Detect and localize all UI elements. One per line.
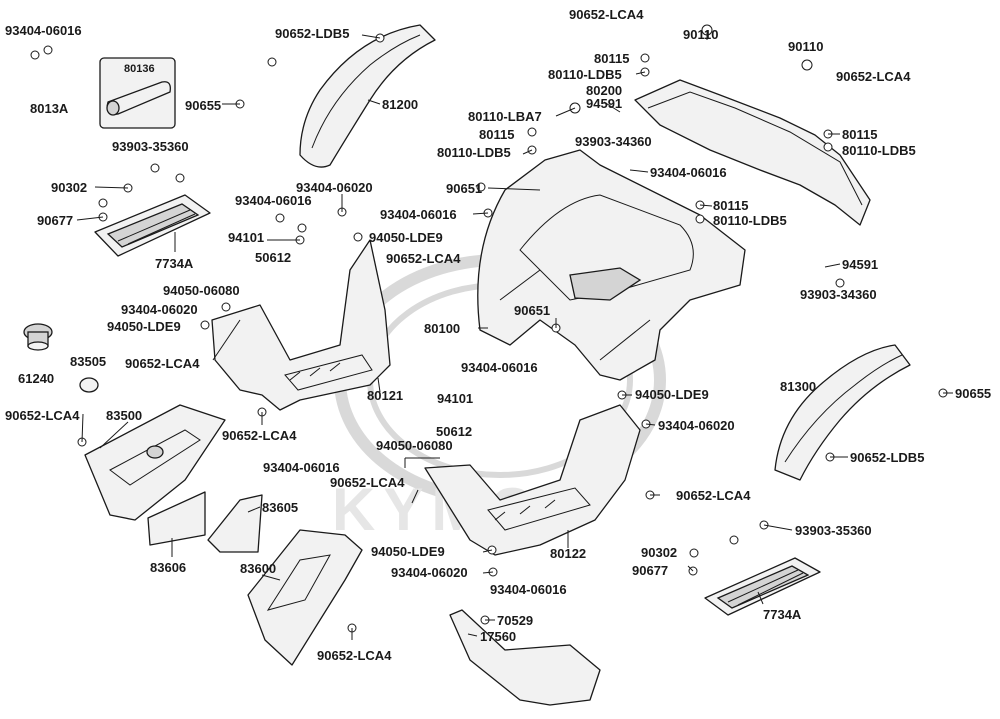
label-90302-b: 90302 [641, 545, 677, 560]
label-80110-LDB5-c: 80110-LDB5 [842, 143, 916, 158]
part-footrest-80122 [424, 404, 641, 556]
label-80115-d: 80115 [713, 198, 748, 213]
label-93903-35360: 93903-35360 [112, 139, 189, 154]
label-80121: 80121 [367, 388, 403, 403]
label-93903-34360: 93903-34360 [575, 134, 652, 149]
label-94050-LDE9-d: 94050-LDE9 [371, 544, 445, 559]
label-80115-b: 80115 [479, 127, 514, 142]
label-80122: 80122 [550, 546, 586, 561]
label-90651-b: 90651 [514, 303, 550, 318]
label-94101: 94101 [228, 230, 264, 245]
label-7734A-left: 7734A [155, 256, 194, 271]
label-90652-LCA4-i: 90652-LCA4 [676, 488, 751, 503]
part-83505 [79, 377, 99, 393]
label-50612-b: 50612 [436, 424, 472, 439]
label-90652-LDB5: 90652-LDB5 [275, 26, 349, 41]
part-tool-bag [99, 57, 176, 129]
label-93903-35360-b: 93903-35360 [795, 523, 872, 538]
label-17560: 17560 [480, 629, 516, 644]
label-93404-06016-f: 93404-06016 [461, 360, 538, 375]
part-83605 [207, 494, 263, 553]
label-80100: 80100 [424, 321, 460, 336]
label-93404-06016-d: 93404-06016 [380, 207, 457, 222]
label-90651: 90651 [446, 181, 482, 196]
label-90652-LCA4-g: 90652-LCA4 [836, 69, 911, 84]
label-80110-LBA7: 80110-LBA7 [468, 109, 542, 124]
label-93404-06020-d: 93404-06020 [391, 565, 468, 580]
label-83600: 83600 [240, 561, 276, 576]
label-83500: 83500 [106, 408, 142, 423]
callout-labels: 93404-06016 80136 8013A 90652-LDB5 90655… [5, 7, 991, 663]
part-fender-81200 [299, 24, 436, 168]
label-94050-LDE9-b: 94050-LDE9 [107, 319, 181, 334]
label-7734A-right: 7734A [763, 607, 802, 622]
label-90652-LCA4-f: 90652-LCA4 [569, 7, 644, 22]
label-90652-LDB5-b: 90652-LDB5 [850, 450, 924, 465]
part-cap-61240 [23, 323, 53, 351]
label-93404-06020-c: 93404-06020 [658, 418, 735, 433]
label-94050-LDE9: 94050-LDE9 [369, 230, 443, 245]
label-70529: 70529 [497, 613, 533, 628]
label-94050-06080: 94050-06080 [163, 283, 240, 298]
part-rear-rack-80200 [634, 79, 871, 226]
part-panel-83500 [84, 404, 226, 521]
label-90652-LCA4-b: 90652-LCA4 [125, 356, 200, 371]
label-94101-b: 94101 [437, 391, 473, 406]
label-83505: 83505 [70, 354, 106, 369]
label-90652-LCA4-e: 90652-LCA4 [317, 648, 392, 663]
label-93404-06020-b: 93404-06020 [121, 302, 198, 317]
label-90677-b: 90677 [632, 563, 668, 578]
label-94050-LDE9-c: 94050-LDE9 [635, 387, 709, 402]
label-90655-b: 90655 [955, 386, 991, 401]
label-90110: 90110 [683, 27, 718, 42]
part-panel-83600 [247, 529, 363, 666]
label-50612: 50612 [255, 250, 291, 265]
label-83605: 83605 [262, 500, 298, 515]
label-80110-LDB5: 80110-LDB5 [548, 67, 622, 82]
label-93404-06020: 93404-06020 [296, 180, 373, 195]
label-81200: 81200 [382, 97, 418, 112]
part-fender-81300 [774, 344, 911, 481]
part-17560 [449, 609, 601, 706]
label-83606: 83606 [150, 560, 186, 575]
label-80110-LDB5-b: 80110-LDB5 [437, 145, 511, 160]
part-rear-fender-80100 [477, 149, 746, 381]
label-90677: 90677 [37, 213, 73, 228]
leader-lines [76, 30, 953, 640]
label-81300: 81300 [780, 379, 816, 394]
label-80110-LDB5-d: 80110-LDB5 [713, 213, 787, 228]
part-step-plate-right [704, 557, 821, 616]
label-90110-b: 90110 [788, 39, 823, 54]
part-83606 [147, 491, 206, 546]
label-90302: 90302 [51, 180, 87, 195]
label-93404-06016-g: 93404-06016 [490, 582, 567, 597]
label-80115-c: 80115 [842, 127, 877, 142]
label-61240: 61240 [18, 371, 54, 386]
label-93903-34360-b: 93903-34360 [800, 287, 877, 302]
label-90652-LCA4-h: 90652-LCA4 [330, 475, 405, 490]
label-80200: 80200 [586, 83, 622, 98]
label-94591-b: 94591 [842, 257, 878, 272]
label-90652-LCA4-d: 90652-LCA4 [222, 428, 297, 443]
label-93404-06016: 93404-06016 [5, 23, 82, 38]
label-94591: 94591 [586, 96, 622, 111]
label-8013A: 8013A [30, 101, 69, 116]
label-93404-06016-c: 93404-06016 [263, 460, 340, 475]
part-step-plate-left [94, 194, 211, 257]
label-90652-LCA4-c: 90652-LCA4 [5, 408, 80, 423]
label-93404-06016-e: 93404-06016 [650, 165, 727, 180]
part-footrest-80121 [211, 239, 391, 411]
label-93404-06016-b: 93404-06016 [235, 193, 312, 208]
label-80115: 80115 [594, 51, 629, 66]
label-80136: 80136 [124, 63, 155, 75]
label-90655: 90655 [185, 98, 221, 113]
label-90652-LCA4: 90652-LCA4 [386, 251, 461, 266]
label-94050-06080-b: 94050-06080 [376, 438, 453, 453]
